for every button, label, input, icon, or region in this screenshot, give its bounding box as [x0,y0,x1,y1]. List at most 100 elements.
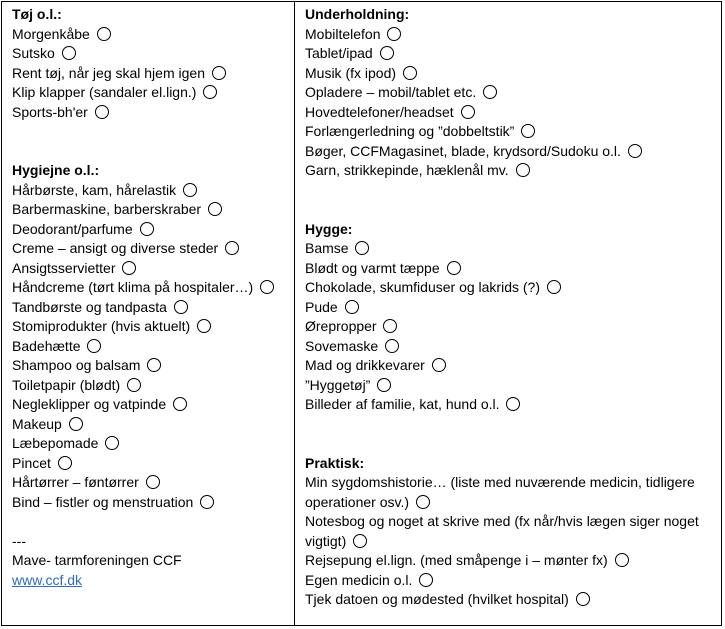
checkbox-circle[interactable] [105,436,120,450]
checklist-item: Rejsepung el.lign. (med småpenge i – møn… [305,551,715,571]
checkbox-circle[interactable] [207,202,222,216]
checklist-item: Badehætte [12,337,288,357]
checklist-item-label: Tablet/ipad [305,45,373,61]
checkbox-circle[interactable] [344,299,359,314]
checklist-item-label: Tjek datoen og mødested (hvilket hospita… [305,591,569,607]
checklist-item: Læbepomade [12,434,288,454]
checkbox-circle[interactable] [61,46,76,60]
checkbox-circle[interactable] [575,592,590,606]
spacer [12,122,288,142]
checklist-item: ”Hyggetøj” [305,376,715,396]
checkbox-circle[interactable] [385,338,400,353]
checklist-item: Billeder af familie, kat, hund o.l. [305,395,715,415]
checklist-item-label: Sovemaske [305,337,379,354]
checklist-item-label: Bamse [305,240,349,256]
left-column: Tøj o.l.: Morgenkåbe Sutsko Rent tøj, nå… [2,2,295,625]
right-column: Underholdning: Mobiltelefon Tablet/ipad … [295,2,721,625]
checklist-item-label: Bind – fistler og menstruation [12,493,194,510]
checklist-item: Morgenkåbe [12,25,288,45]
checkbox-circle[interactable] [521,124,536,138]
checklist-item-label: Klip klapper (sandaler el.lign.) [12,84,197,100]
checkbox-circle[interactable] [127,377,142,392]
checkbox-circle[interactable] [383,319,398,333]
checklist-item: Negleklipper og vatpinde [12,395,288,415]
section-heading-practical: Praktisk: [305,454,365,471]
checklist-item-label: ”Hyggetøj” [305,376,371,393]
checkbox-circle[interactable] [415,494,430,509]
checkbox-circle[interactable] [506,397,521,411]
checklist-item: Sports-bh'er [12,103,288,123]
spacer [12,142,288,162]
checkbox-circle[interactable] [431,358,446,372]
checkbox-circle[interactable] [173,299,188,314]
checkbox-circle[interactable] [147,358,162,372]
spacer [12,512,288,532]
checklist-item: Klip klapper (sandaler el.lign.) [12,83,288,103]
checklist-item-label: Musik (fx ipod) [305,64,397,81]
checkbox-circle[interactable] [87,338,102,353]
checklist-item-label: Chokolade, skumfiduser og lakrids (?) [305,279,540,295]
checkbox-circle[interactable] [203,85,218,99]
checkbox-circle[interactable] [515,163,530,177]
checkbox-circle[interactable] [387,26,402,41]
checkbox-circle[interactable] [145,475,160,489]
checklist-item: Garn, strikkepinde, hæklenål mv. [305,161,715,181]
checkbox-circle[interactable] [122,260,137,275]
checkbox-circle[interactable] [614,553,629,567]
checkbox-circle[interactable] [68,416,83,431]
checkbox-circle[interactable] [225,241,240,255]
checklist-item-label: Badehætte [12,337,81,354]
checklist-item: Tandbørste og tandpasta [12,298,288,318]
checklist-item-label: Blødt og varmt tæppe [305,259,440,276]
checkbox-circle[interactable] [139,221,154,236]
checkbox-circle[interactable] [94,104,109,119]
checkbox-circle[interactable] [379,46,394,60]
checkbox-circle[interactable] [200,494,215,509]
checkbox-circle[interactable] [96,26,111,41]
checklist-item: Toiletpapir (blødt) [12,376,288,396]
checklist-item-label: Stomiprodukter (hvis aktuelt) [12,318,191,334]
section-list-entertainment: Mobiltelefon Tablet/ipad Musik (fx ipod)… [305,25,715,181]
checkbox-circle[interactable] [627,143,642,158]
checklist-item-label: Bøger, CCFMagasinet, blade, krydsord/Sud… [305,142,621,159]
checkbox-circle[interactable] [57,455,72,470]
checkbox-circle[interactable] [211,65,226,80]
checklist-item: Bind – fistler og menstruation [12,493,288,513]
checklist-item-label: Ansigtsservietter [12,259,116,276]
checkbox-circle[interactable] [355,241,370,255]
checkbox-circle[interactable] [353,533,368,548]
checkbox-circle[interactable] [446,260,461,275]
checkbox-circle[interactable] [419,572,434,587]
checklist-item: Mobiltelefon [305,25,715,45]
website-link[interactable]: www.ccf.dk [12,571,83,588]
checkbox-circle[interactable] [377,377,392,392]
checkbox-circle[interactable] [460,104,475,119]
checklist-item: Håndcreme (tørt klima på hospitaler…) [12,278,288,298]
spacer [305,415,715,435]
spacer [305,434,715,454]
checklist-item-label: Tandbørste og tandpasta [12,298,167,315]
checkbox-circle[interactable] [183,182,198,197]
checkbox-circle[interactable] [483,85,498,99]
checkbox-circle[interactable] [402,65,417,80]
checklist-item-label: Creme – ansigt og diverse steder [12,240,219,256]
checklist-item: Stomiprodukter (hvis aktuelt) [12,317,288,337]
checklist-item-label: Ørepropper [305,318,377,334]
checklist-item: Notesbog og noget at skrive med (fx når/… [305,512,715,551]
checklist-item-label: Rejsepung el.lign. (med småpenge i – møn… [305,552,608,568]
checklist-item-label: Opladere – mobil/tablet etc. [305,84,477,100]
checklist-item: Forlængerledning og ”dobbeltstik” [305,122,715,142]
checklist-item: Chokolade, skumfiduser og lakrids (?) [305,278,715,298]
section-list-practical: Min sygdomshistorie… (liste med nuværend… [305,473,715,610]
checklist-item-label: Toiletpapir (blødt) [12,376,121,393]
checkbox-circle[interactable] [197,319,212,333]
checklist-item-label: Mad og drikkevarer [305,357,425,373]
checkbox-circle[interactable] [546,280,561,294]
checklist-item: Rent tøj, når jeg skal hjem igen [12,64,288,84]
checkbox-circle[interactable] [260,280,275,294]
checklist-item-label: Pincet [12,454,51,471]
checklist-item-label: Sutsko [12,45,55,61]
checklist-item-label: Min sygdomshistorie… (liste med nuværend… [305,474,695,510]
checkbox-circle[interactable] [173,397,187,411]
checklist-item: Min sygdomshistorie… (liste med nuværend… [305,473,715,512]
